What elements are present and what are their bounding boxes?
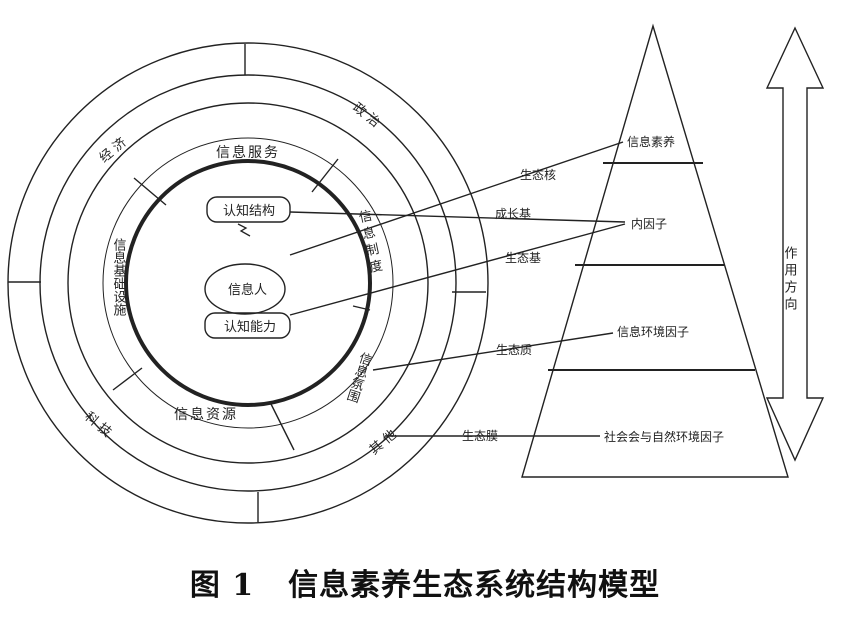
outer-label-politics: 政 治 — [350, 100, 383, 130]
middle-divider-4 — [112, 367, 143, 391]
connector-label-growth: 成长基 — [495, 207, 531, 221]
arrow-label: 作用方向 — [782, 246, 798, 314]
outer-ring-inner — [39, 74, 457, 492]
label-person: 信息人 — [228, 282, 267, 298]
inner-circle-bold — [124, 159, 372, 407]
caption-title: 信息素养生态系统结构模型 — [288, 568, 661, 603]
label-knowledge-structure: 认知结构 — [223, 203, 275, 219]
middle-label-service: 信息服务 — [216, 144, 280, 161]
middle-ring-inner — [67, 102, 429, 464]
outer-ring-outer — [7, 42, 489, 524]
pyramid-label-inner-factor: 内因子 — [631, 217, 667, 231]
middle-label-system: 信息制度 — [355, 208, 384, 278]
connector-label-base: 生态基 — [505, 251, 541, 265]
connector-growth — [289, 211, 626, 223]
middle-divider-3 — [352, 305, 371, 311]
connector-base — [289, 223, 626, 316]
outer-label-other: 其 他 — [367, 427, 400, 458]
zigzag-mark — [237, 223, 251, 237]
middle-divider-2 — [311, 158, 339, 193]
pyramid — [521, 23, 789, 478]
pyramid-label-social-factor: 社会会与自然环境因子 — [604, 429, 724, 444]
middle-label-infrastructure: 信息基础设施 — [111, 238, 127, 316]
knowledge-structure-box — [206, 196, 291, 223]
outer-label-economy: 经 济 — [97, 135, 130, 166]
knowledge-ability-box — [204, 312, 291, 339]
caption-number: 图 1 — [189, 568, 255, 603]
connector-label-core: 生态核 — [520, 168, 556, 182]
label-knowledge-ability: 认知能力 — [224, 319, 276, 335]
pyramid-label-env-factor: 信息环境因子 — [617, 324, 689, 339]
person-ellipse — [204, 263, 286, 315]
connector-core — [289, 141, 624, 256]
middle-label-resources: 信息资源 — [174, 406, 238, 423]
pyramid-label-literacy: 信息素养 — [627, 134, 675, 149]
middle-divider-1 — [133, 177, 167, 206]
connector-label-quality: 生态质 — [496, 343, 532, 357]
connector-label-membrane: 生态膜 — [462, 429, 498, 443]
middle-label-atmosphere: 信息氛围 — [343, 350, 374, 405]
connector-quality — [372, 332, 614, 371]
outer-label-tech: 科 技 — [81, 410, 114, 441]
figure-caption: 图 1 信息素养生态系统结构模型 — [0, 560, 850, 604]
middle-divider-5 — [270, 403, 295, 451]
inner-circle-light — [102, 137, 394, 429]
direction-arrow — [765, 26, 825, 462]
